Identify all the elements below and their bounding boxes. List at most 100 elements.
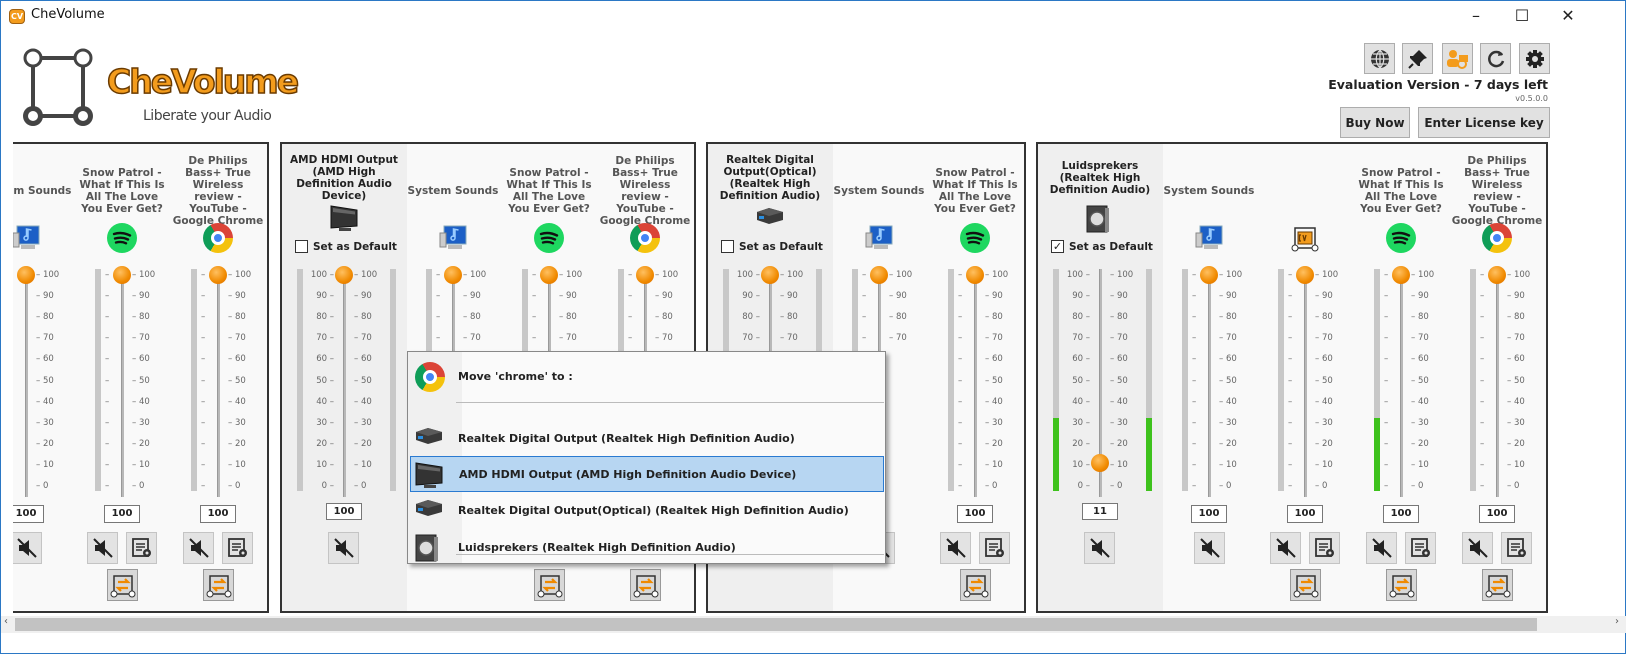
volume-slider-thumb[interactable] <box>1091 453 1109 472</box>
scale-tick-left: – <box>201 375 206 386</box>
volume-slider-track[interactable] <box>25 269 28 497</box>
scroll-left-arrow[interactable]: ‹ <box>4 616 8 627</box>
mute-button[interactable] <box>940 532 971 564</box>
mute-button[interactable] <box>1366 532 1397 564</box>
enter-license-button[interactable]: Enter License key <box>1418 107 1550 138</box>
volume-value[interactable]: 100 <box>1383 505 1419 523</box>
set-default-checkbox[interactable]: ✓Set as Default <box>1051 240 1153 253</box>
set-default-checkbox[interactable]: Set as Default <box>721 240 823 253</box>
move-session-button[interactable] <box>107 569 138 601</box>
language-button[interactable] <box>1364 43 1395 74</box>
minimize-button[interactable]: – <box>1472 6 1480 25</box>
mute-button[interactable] <box>13 532 42 564</box>
scale-tick-left: – <box>1288 291 1293 302</box>
volume-slider-thumb[interactable] <box>17 266 35 284</box>
scale-label-right: 60 <box>1411 354 1429 364</box>
move-session-button[interactable] <box>1482 569 1513 601</box>
menu-item[interactable]: Luidsprekers (Realtek High Definition Au… <box>410 529 884 565</box>
volume-slider-track[interactable] <box>974 269 977 497</box>
horizontal-scrollbar[interactable]: ‹ › <box>1 616 1626 633</box>
mute-button[interactable] <box>183 532 214 564</box>
volume-value[interactable]: 100 <box>1191 505 1227 523</box>
volume-value[interactable]: 100 <box>957 505 993 523</box>
volume-value[interactable]: 100 <box>13 505 44 523</box>
volume-slider-thumb[interactable] <box>1392 266 1410 284</box>
volume-slider-track[interactable] <box>121 269 124 497</box>
scale-label-right: 20 <box>1110 439 1128 449</box>
menu-item[interactable]: Realtek Digital Output (Realtek High Def… <box>410 420 884 456</box>
volume-value[interactable]: 100 <box>200 505 236 523</box>
volume-slider-track[interactable] <box>1099 269 1102 497</box>
volume-value[interactable]: 100 <box>1287 505 1323 523</box>
session-details-button[interactable] <box>1501 532 1532 564</box>
scale-label-left: 70 <box>316 333 334 343</box>
move-session-button[interactable] <box>534 569 565 601</box>
move-session-button[interactable] <box>960 569 991 601</box>
volume-slider-track[interactable] <box>1304 269 1307 497</box>
volume-slider-thumb[interactable] <box>113 266 131 284</box>
volume-slider-thumb[interactable] <box>1488 266 1506 284</box>
volume-slider-track[interactable] <box>1208 269 1211 497</box>
pin-button[interactable] <box>1402 43 1433 74</box>
session-details-button[interactable] <box>1405 532 1436 564</box>
mute-button[interactable] <box>1194 532 1225 564</box>
checkbox-box[interactable] <box>295 240 308 253</box>
settings-button[interactable] <box>1519 43 1550 74</box>
scale-label-left: 90 <box>742 291 760 301</box>
scrollbar-thumb[interactable] <box>15 618 1537 631</box>
session-details-button[interactable] <box>126 532 157 564</box>
volume-slider-thumb[interactable] <box>209 266 227 284</box>
receiver-icon <box>414 424 444 449</box>
users-button[interactable] <box>1442 43 1473 74</box>
move-session-button[interactable] <box>203 569 234 601</box>
volume-value[interactable]: 100 <box>1479 505 1515 523</box>
volume-slider-thumb[interactable] <box>335 266 353 284</box>
menu-item[interactable]: AMD HDMI Output (AMD High Definition Aud… <box>410 456 884 492</box>
volume-slider-thumb[interactable] <box>444 266 462 284</box>
mute-button[interactable] <box>1270 532 1301 564</box>
volume-slider-track[interactable] <box>217 269 220 497</box>
mute-button[interactable] <box>328 532 359 564</box>
checkbox-box[interactable]: ✓ <box>1051 240 1064 253</box>
volume-slider-thumb[interactable] <box>540 266 558 284</box>
volume-slider-track[interactable] <box>1400 269 1403 497</box>
mute-button[interactable] <box>1462 532 1493 564</box>
volume-slider-thumb[interactable] <box>966 266 984 284</box>
set-default-checkbox[interactable]: Set as Default <box>295 240 397 253</box>
session-details-button[interactable] <box>979 532 1010 564</box>
scale-tick-left: – <box>105 291 110 302</box>
volume-value[interactable]: 11 <box>1082 503 1118 520</box>
scale-label-left: 40 <box>1072 397 1090 407</box>
volume-value[interactable]: 100 <box>326 503 362 520</box>
volume-slider-track[interactable] <box>343 269 346 497</box>
device-group[interactable]: Luidsprekers (Realtek High Definition Au… <box>1036 142 1548 613</box>
volume-slider-thumb[interactable] <box>761 266 779 284</box>
checkbox-box[interactable] <box>721 240 734 253</box>
session-details-button[interactable] <box>1309 532 1340 564</box>
volume-value[interactable]: 100 <box>104 505 140 523</box>
buy-now-button[interactable]: Buy Now <box>1340 107 1410 138</box>
move-session-button[interactable] <box>1290 569 1321 601</box>
device-group[interactable]: System Sounds–100–90–80–70–60–50–40–30–2… <box>13 142 269 613</box>
peak-meter-level <box>1374 417 1380 491</box>
volume-slider-track[interactable] <box>1496 269 1499 497</box>
volume-slider-thumb[interactable] <box>636 266 654 284</box>
session-details-button[interactable] <box>222 532 253 564</box>
move-session-button[interactable] <box>1386 569 1417 601</box>
mute-button[interactable] <box>87 532 118 564</box>
scale-label-right: 100 <box>1411 270 1434 280</box>
maximize-button[interactable]: ☐ <box>1514 6 1530 25</box>
volume-slider-thumb[interactable] <box>1200 266 1218 284</box>
scroll-right-arrow[interactable]: › <box>1615 616 1619 627</box>
refresh-button[interactable] <box>1480 43 1511 74</box>
scale-tick-left: – <box>1288 333 1293 344</box>
scale-tick-left: – <box>862 291 867 302</box>
volume-slider-thumb[interactable] <box>870 266 888 284</box>
move-session-button[interactable] <box>630 569 661 601</box>
volume-slider-thumb[interactable] <box>1296 266 1314 284</box>
mute-button[interactable] <box>1084 532 1115 564</box>
menu-item[interactable]: Realtek Digital Output(Optical) (Realtek… <box>410 492 884 528</box>
speaker-icon <box>414 533 440 566</box>
scale-label-right: 50 <box>1110 376 1128 386</box>
close-button[interactable]: ✕ <box>1561 6 1575 25</box>
